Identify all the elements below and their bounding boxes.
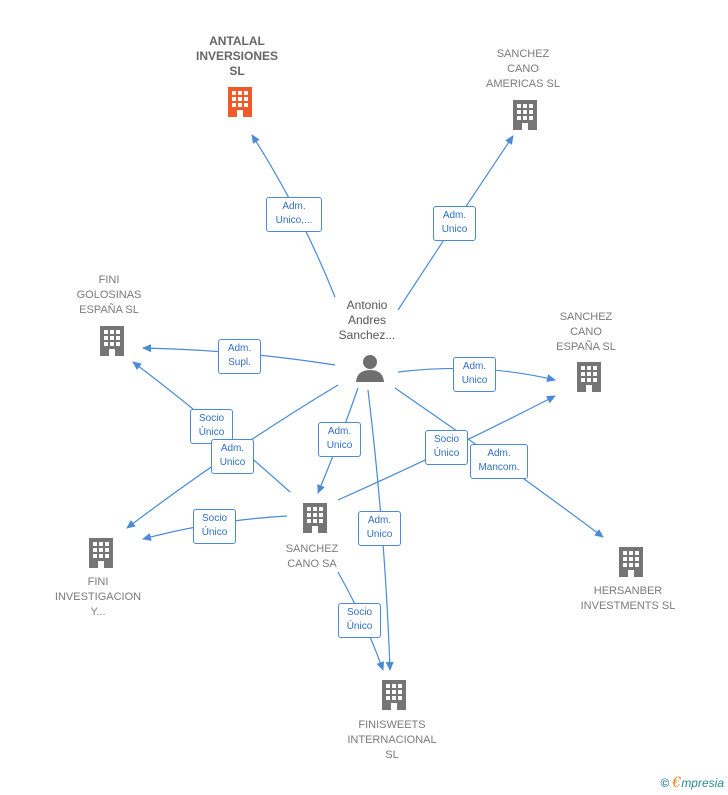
edge-label: Adm. Supl. — [218, 339, 261, 374]
edge-label: Socio Único — [338, 603, 381, 638]
edge-label: Adm. Unico,... — [266, 197, 322, 232]
node-label-investigacion[interactable]: FINI INVESTIGACION Y... — [54, 576, 142, 618]
node-label-hersanber[interactable]: HERSANBER INVESTMENTS SL — [580, 585, 676, 612]
node-label-finisweets[interactable]: FINISWEETS INTERNACIONAL SL — [347, 719, 437, 761]
node-label-sanchez-cano-sa[interactable]: SANCHEZ CANO SA — [285, 543, 339, 570]
building-icon[interactable] — [377, 678, 411, 712]
building-icon[interactable] — [298, 501, 332, 535]
brand-logo-mark: € — [672, 775, 682, 791]
node-label-americas[interactable]: SANCHEZ CANO AMERICAS SL — [486, 48, 560, 90]
node-label-espana[interactable]: SANCHEZ CANO ESPAÑA SL — [556, 311, 616, 353]
building-icon[interactable] — [508, 98, 542, 132]
edge-label: Adm. Unico — [318, 422, 361, 457]
edge-label: Adm. Unico — [453, 357, 496, 392]
node-label-person[interactable]: Antonio Andres Sanchez... — [338, 298, 396, 342]
edge-label: Adm. Unico — [433, 206, 476, 241]
building-icon[interactable] — [572, 360, 606, 394]
edge-label: Socio Único — [193, 509, 236, 544]
edge-label: Adm. Mancom. — [470, 444, 528, 479]
edge-label: Socio Único — [425, 430, 468, 465]
copyright-icon: © — [660, 776, 670, 790]
brand-footer: ©€mpresia — [661, 775, 724, 791]
node-label-antalal[interactable]: ANTALAL INVERSIONES SL — [195, 34, 279, 78]
edge-label: Adm. Unico — [358, 511, 401, 546]
person-icon[interactable] — [354, 352, 386, 384]
brand-name: mpresia — [681, 776, 724, 790]
building-icon[interactable] — [84, 536, 118, 570]
building-icon[interactable] — [614, 545, 648, 579]
edge-label: Adm. Unico — [211, 439, 254, 474]
node-label-golosinas[interactable]: FINI GOLOSINAS ESPAÑA SL — [76, 274, 142, 316]
edge-label: Socio Único — [190, 409, 233, 444]
building-icon[interactable] — [223, 85, 257, 119]
building-icon[interactable] — [95, 324, 129, 358]
